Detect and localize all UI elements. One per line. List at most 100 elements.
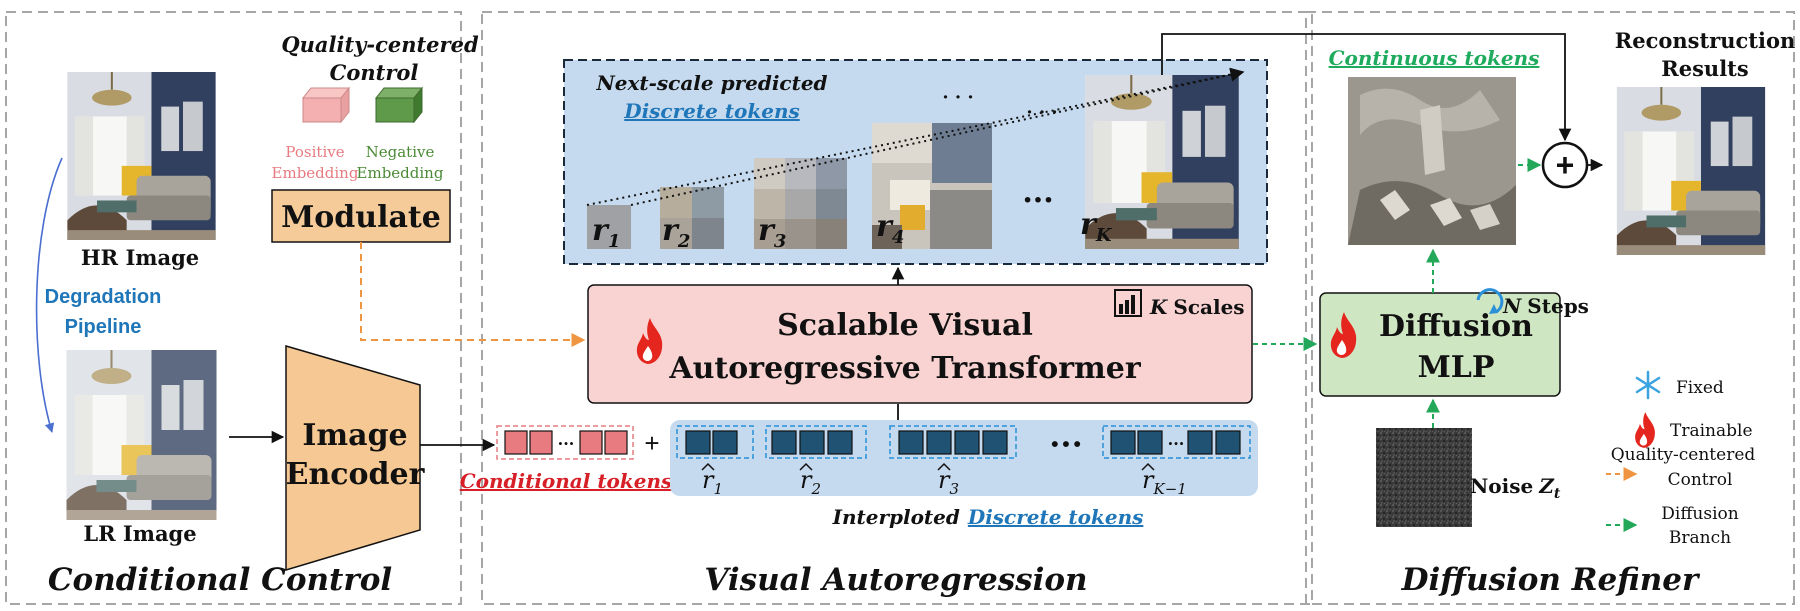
transformer-flame-icon	[636, 318, 663, 364]
cond-token	[529, 430, 553, 455]
interp-label-r2: r2	[799, 462, 821, 498]
negative-embedding-label-line1: Negative	[366, 143, 435, 161]
next-scale-title: Next-scale predicted	[595, 71, 827, 95]
degradation-arrow	[35, 157, 63, 433]
transformer-box	[587, 284, 1253, 404]
noise-image	[1376, 428, 1472, 527]
negative-embedding-label-line2: Embedding	[357, 164, 444, 182]
reconstruction-label-line1: Reconstruction	[1615, 28, 1795, 53]
mlp-flame-inner	[1336, 340, 1347, 355]
interp-group-rk-1	[1102, 425, 1251, 459]
qc-title-line1: Quality-centered	[281, 32, 479, 57]
scale-label-rk: rK	[1080, 207, 1113, 246]
interp-group-r1	[676, 425, 754, 459]
modulate-box	[271, 189, 451, 243]
refresh-icon	[1476, 288, 1504, 314]
hr-image	[66, 72, 217, 240]
positive-embedding-block	[301, 86, 351, 124]
modulate-label: Modulate	[281, 200, 441, 235]
scale-map-r2	[660, 187, 724, 249]
qc-control-arrow	[360, 242, 586, 347]
reconstruction-label-line2: Results	[1661, 56, 1748, 81]
transformer-label-line1: Scalable Visual	[777, 308, 1033, 343]
mlp-flame-icon	[1330, 312, 1357, 358]
degradation-label-line2: Pipeline	[65, 316, 142, 338]
skip-connection-arrow	[1161, 33, 1572, 142]
qc-title-line2: Control	[330, 60, 419, 85]
transformer-label-line2: Autoregressive Transformer	[668, 351, 1141, 386]
scale-label-r3: r3	[758, 213, 786, 252]
legend-diff-line1: Diffusion	[1661, 504, 1738, 524]
encoder-label-line2: Encoder	[286, 457, 426, 492]
mlp-label-line2: MLP	[1418, 350, 1495, 385]
bar-chart-icon	[1114, 289, 1142, 317]
section-title-refiner: Diffusion Refiner	[1401, 562, 1701, 598]
interp-group-r3	[889, 425, 1017, 459]
panel-visual-autoregression	[481, 11, 1313, 605]
top-ellipsis-2: · · ·	[1026, 102, 1057, 123]
legend-flame-inner	[1639, 433, 1648, 446]
lr-image-label: LR Image	[83, 521, 196, 546]
legend-qc-line1: Quality-centered	[1611, 445, 1756, 465]
legend-fixed: Fixed	[1676, 378, 1724, 398]
scale-map-r3	[754, 158, 847, 249]
interp-label-rk-1: rK−1	[1141, 462, 1187, 498]
sum-node	[1541, 141, 1589, 189]
legend-diff-line2: Branch	[1669, 528, 1731, 548]
top-ellipsis-1: · · ·	[942, 87, 973, 108]
svg-text:rK−1: rK−1	[1142, 466, 1187, 498]
scale-map-rk	[1084, 75, 1240, 249]
positive-embedding-label-line1: Positive	[285, 143, 344, 161]
section-title-conditional: Conditional Control	[48, 562, 392, 598]
cond-token-ellipsis: ···	[558, 434, 575, 453]
svg-text:r2: r2	[800, 466, 821, 498]
conditional-tokens-label: Conditional tokens	[460, 469, 673, 493]
interp-label-r1: r1	[701, 462, 723, 498]
interp-group-ellipsis: ···	[1049, 425, 1082, 463]
panel-conditional-control	[5, 11, 462, 605]
image-encoder	[285, 345, 421, 572]
scale-ellipsis: ···	[1022, 183, 1053, 218]
panel-diffusion-refiner	[1305, 11, 1795, 605]
svg-text:r3: r3	[938, 466, 959, 498]
svg-text:r1: r1	[702, 466, 723, 498]
lr-image-blur-overlay	[55, 350, 228, 520]
cond-token	[504, 430, 528, 455]
scale-map-r1	[587, 205, 631, 249]
section-title-var: Visual Autoregression	[704, 562, 1087, 598]
interp-label-r3: r3	[937, 462, 959, 498]
reconstruction-image	[1615, 87, 1767, 255]
scale-map-r4	[872, 123, 992, 249]
negative-embedding-block	[374, 86, 424, 124]
legend-flame-icon	[1635, 412, 1655, 448]
hr-image-label: HR Image	[81, 245, 199, 270]
legend-qc-line2: Control	[1668, 470, 1733, 490]
snowflake-icon	[1635, 370, 1661, 400]
encoder-label-line1: Image	[302, 418, 407, 453]
scale-label-r1: r1	[592, 213, 620, 252]
sum-node-symbol: +	[1556, 147, 1575, 183]
discrete-tokens-label: Discrete tokens	[623, 99, 800, 123]
plus-sign: +	[644, 428, 659, 458]
legend-trainable: Trainable	[1670, 421, 1753, 441]
transformer-flame-inner	[642, 346, 653, 361]
cond-token	[604, 430, 628, 455]
positive-embedding-label-line2: Embedding	[272, 164, 359, 182]
continuous-tokens-image	[1348, 77, 1516, 245]
cond-token	[579, 430, 603, 455]
mlp-label-line1: Diffusion	[1379, 309, 1533, 344]
continuous-tokens-label: Continuous tokens	[1329, 46, 1540, 70]
scale-label-r2: r2	[662, 213, 690, 252]
degradation-label-line1: Degradation	[45, 286, 162, 308]
dotted-line-mid	[630, 67, 1245, 206]
interp-inner-ellipsis: ···	[1168, 434, 1185, 453]
interp-group-r2	[765, 425, 867, 459]
conditional-tokens-group	[496, 425, 634, 460]
diffusion-mlp-box	[1319, 292, 1561, 397]
